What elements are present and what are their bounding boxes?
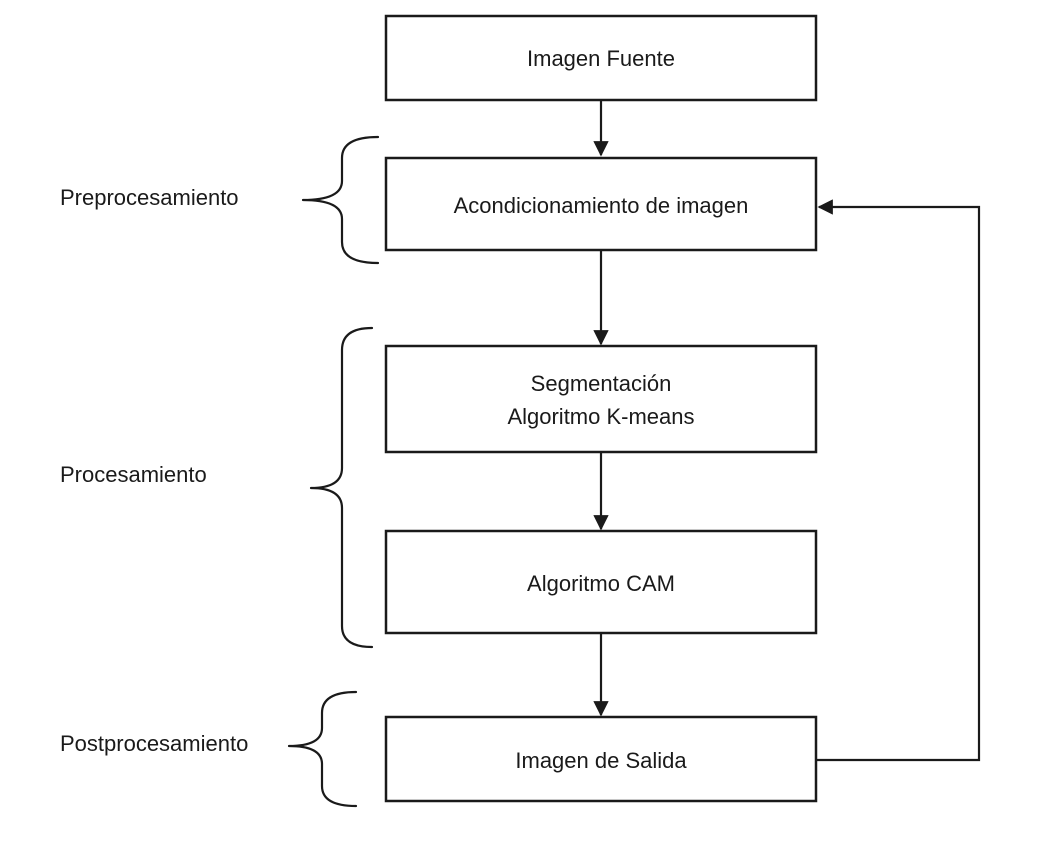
node-output-label: Imagen de Salida <box>515 748 687 773</box>
node-cam-label: Algoritmo CAM <box>527 571 675 596</box>
stage-label-preprocessing: Preprocesamiento <box>60 185 239 210</box>
node-segmentation: Segmentación Algoritmo K-means <box>384 344 818 454</box>
node-segmentation-label-line1: Segmentación <box>531 371 672 396</box>
feedback-arrow-output-to-conditioning <box>816 199 981 762</box>
node-cam: Algoritmo CAM <box>384 529 818 635</box>
brace-processing <box>309 326 374 649</box>
stage-label-processing: Procesamiento <box>60 462 207 487</box>
node-output: Imagen de Salida <box>384 715 818 803</box>
node-conditioning: Acondicionamiento de imagen <box>384 156 818 252</box>
node-segmentation-label-line2: Algoritmo K-means <box>507 404 694 429</box>
brace-postprocessing <box>287 690 358 808</box>
node-conditioning-label: Acondicionamiento de imagen <box>454 193 749 218</box>
node-source-label: Imagen Fuente <box>527 46 675 71</box>
node-source: Imagen Fuente <box>384 14 818 102</box>
brace-preprocessing <box>301 135 380 265</box>
stage-label-postprocessing: Postprocesamiento <box>60 731 248 756</box>
